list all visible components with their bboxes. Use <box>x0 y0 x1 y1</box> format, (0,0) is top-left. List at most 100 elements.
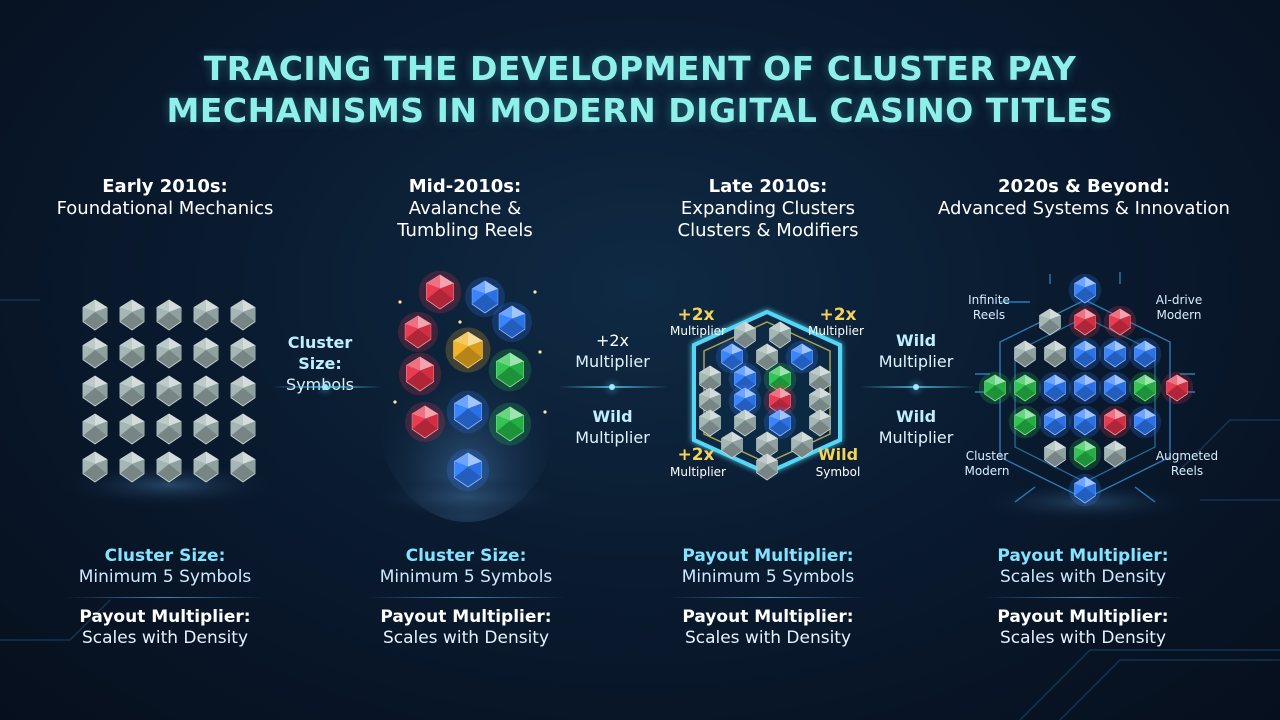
stage-2-pedestal <box>367 477 567 517</box>
gem-icon <box>1008 405 1042 439</box>
connector-1-text: Symbols <box>286 375 354 394</box>
gem-icon <box>1038 405 1072 439</box>
gem-icon <box>728 384 762 418</box>
badge-bottom-left-label: Multiplier <box>670 465 726 479</box>
gem-icon <box>418 270 462 314</box>
gem-icon <box>1014 340 1036 368</box>
gem-icon <box>230 413 256 445</box>
stage-3-stat-2-label: Payout Multiplier: <box>682 607 854 627</box>
badge-bottom-left-value: +2x <box>677 445 714 465</box>
sparkle-icon <box>393 290 547 414</box>
stage-3-subtitle-2: Clusters & Modifiers <box>677 220 859 241</box>
connector-3-bottom-title: Wild <box>895 407 937 426</box>
gem-icon <box>699 409 721 437</box>
gem-icon <box>1044 440 1066 468</box>
gem-icon <box>446 448 490 492</box>
stage-2-subtitle-1: Avalanche & <box>408 198 522 219</box>
badge-bottom-right-label: Symbol <box>816 465 861 479</box>
gem-icon <box>119 375 145 407</box>
gem-icon <box>1068 473 1102 507</box>
badge-top-left-value: +2x <box>677 305 714 325</box>
gem-icon <box>1098 371 1132 405</box>
stage-3-subtitle-1: Expanding Clusters <box>680 198 856 219</box>
stage-2-gem-cascade <box>367 270 567 522</box>
annotation-top-left-2: Reels <box>973 308 1005 322</box>
title-line-1: TRACING THE DEVELOPMENT OF CLUSTER PAY <box>203 49 1077 88</box>
stage-1-gem-grid <box>60 299 280 507</box>
gem-icon <box>763 406 797 440</box>
stage-2-stat-1: Cluster Size: Minimum 5 Symbols <box>340 546 592 588</box>
annotation-top-left-1: Infinite <box>968 293 1010 307</box>
gem-icon <box>156 299 182 331</box>
gem-icon <box>156 413 182 445</box>
annotation-top-right-1: AI-drive <box>1156 293 1202 307</box>
gem-icon <box>488 348 532 392</box>
gem-icon <box>699 387 721 415</box>
gem-icon <box>398 352 442 396</box>
connector-3-top-label: Wild Multiplier <box>862 330 970 372</box>
gem-icon <box>1098 337 1132 371</box>
stage-4-subtitle: Advanced Systems & Innovation <box>938 198 1230 219</box>
gem-icon <box>809 387 831 415</box>
gem-icon <box>1128 371 1162 405</box>
gem-icon <box>769 321 791 349</box>
stage-2-heading: Mid-2010s: Avalanche & Tumbling Reels <box>345 176 585 242</box>
annotation-bottom-left-1: Cluster <box>966 449 1009 463</box>
connector-2-top-text: Multiplier <box>575 352 650 371</box>
stage-4-divider <box>983 597 1183 598</box>
gem-icon <box>488 402 532 446</box>
stage-3-stat-1: Payout Multiplier: Minimum 5 Symbols <box>642 546 894 588</box>
stage-4-stat-2-label: Payout Multiplier: <box>997 607 1169 627</box>
connector-3-node <box>913 384 919 390</box>
gem-icon <box>734 321 756 349</box>
connector-3-bottom-label: Wild Multiplier <box>862 406 970 448</box>
annotation-top-right-2: Modern <box>1156 308 1201 322</box>
gem-icon <box>230 337 256 369</box>
gem-icon <box>809 365 831 393</box>
badge-bottom-right-value: Wild <box>818 445 858 464</box>
gem-icon <box>446 390 490 434</box>
gem-icon <box>1068 437 1102 471</box>
gem-icon <box>756 453 778 481</box>
gem-icon <box>1044 340 1066 368</box>
connector-3-top-text: Multiplier <box>878 352 954 371</box>
stage-4-circuit-network: Infinite Reels AI-drive Modern Cluster M… <box>964 272 1218 522</box>
stage-1-pedestal <box>60 463 280 507</box>
stage-2-stat-2: Payout Multiplier: Scales with Density <box>340 607 592 649</box>
gem-icon <box>119 451 145 483</box>
stage-2-subtitle-2: Tumbling Reels <box>397 220 533 241</box>
stage-3-stat-1-value: Minimum 5 Symbols <box>681 567 855 587</box>
gem-icon <box>156 337 182 369</box>
gem-icon <box>1068 405 1102 439</box>
gem-icon <box>763 362 797 396</box>
gem-icon <box>734 409 756 437</box>
stage-3-hex-cluster: +2x Multiplier +2x Multiplier +2x Multip… <box>670 305 864 481</box>
gem-icon <box>82 299 108 331</box>
connector-2-node <box>609 384 615 390</box>
stage-1-divider <box>65 597 265 598</box>
stage-3-title: Late 2010s: <box>708 176 828 197</box>
gem-icon <box>193 299 219 331</box>
connector-2-top-label: +2x Multiplier <box>560 330 665 372</box>
connector-2-bottom-text: Multiplier <box>575 428 650 447</box>
gem-icon <box>119 299 145 331</box>
gem-icon <box>445 327 491 373</box>
badge-top-right-value: +2x <box>819 305 856 325</box>
gem-icon <box>1039 308 1061 336</box>
title-line-2: MECHANISMS IN MODERN DIGITAL CASINO TITL… <box>166 91 1114 130</box>
gem-icon <box>763 384 797 418</box>
stage-3-divider <box>668 597 868 598</box>
gem-icon <box>1068 337 1102 371</box>
gem-icon <box>1104 440 1126 468</box>
connector-2-top-title: +2x <box>595 331 630 350</box>
gem-icon <box>119 413 145 445</box>
gem-icon <box>809 409 831 437</box>
gem-icon <box>1160 371 1194 405</box>
gem-icon <box>1098 405 1132 439</box>
gem-icon <box>492 302 532 342</box>
connector-1-title: Cluster Size: <box>287 333 353 373</box>
stage-1-stat-2-label: Payout Multiplier: <box>79 607 251 627</box>
connector-2-bottom-label: Wild Multiplier <box>560 406 665 448</box>
stage-4-stat-1-label: Payout Multiplier: <box>997 546 1169 566</box>
